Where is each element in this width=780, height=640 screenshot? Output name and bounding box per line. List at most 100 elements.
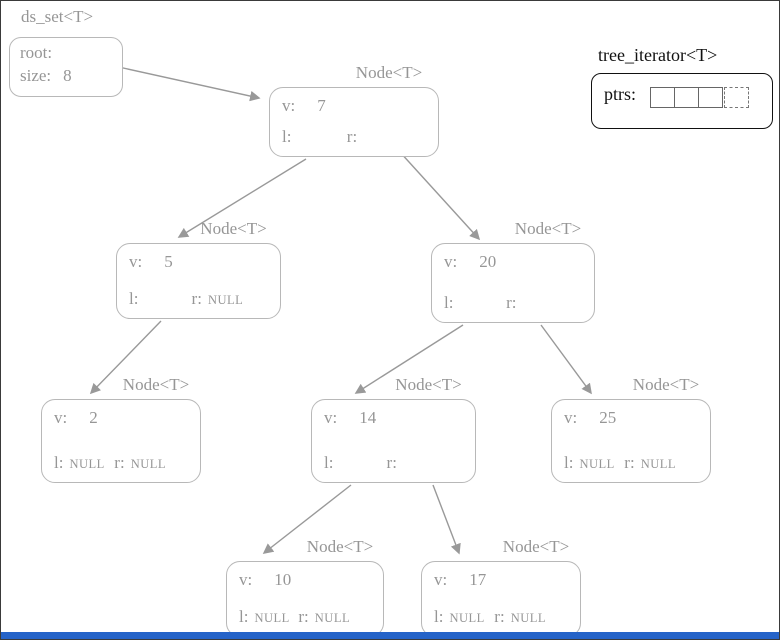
node-type-label: Node<T> [502, 537, 570, 556]
value-label: v: [129, 252, 143, 271]
node-type-label: Node<T> [122, 375, 190, 394]
right-pointer: r: [506, 293, 522, 313]
left-pointer-label: l: [129, 289, 139, 308]
left-pointer: l: NULL [239, 607, 298, 627]
value: 20 [479, 252, 497, 271]
left-pointer-value: NULL [449, 611, 485, 625]
left-pointer-label: l: [564, 453, 574, 472]
right-pointer: r: NULL [624, 453, 676, 473]
node-box: v: 5 l: r: NULL [116, 243, 281, 319]
tree-node-17: Node<T> v: 17 l: NULL r: NULL [421, 537, 581, 637]
size-value: 8 [63, 65, 72, 85]
node-type-label: Node<T> [306, 537, 374, 556]
pointer-row: l: r: [444, 293, 582, 313]
right-pointer-label: r: [386, 453, 397, 472]
root-box: root: size: 8 [9, 37, 123, 97]
right-pointer-label: r: [624, 453, 635, 472]
value-row: v: 7 [282, 96, 426, 116]
node-type-label: Node<T> [395, 375, 462, 394]
right-pointer-label: r: [346, 127, 358, 146]
value-row: v: 20 [444, 252, 582, 272]
right-pointer-label: r: [114, 453, 125, 472]
right-pointer-label: r: [506, 293, 517, 312]
tree-node-10: Node<T> v: 10 l: NULL r: NULL [226, 537, 384, 637]
left-pointer: l: [129, 289, 192, 309]
tree-node-14: Node<T> v: 14 l: r: [311, 375, 476, 483]
pointer-row: l: NULL r: NULL [564, 453, 698, 473]
tree-node-7: Node<T> v: 7 l: r: [269, 63, 439, 157]
pointer-cell [673, 87, 699, 108]
right-pointer-label: r: [191, 289, 202, 308]
tree-node-25: Node<T> v: 25 l: NULL r: NULL [551, 375, 711, 483]
right-pointer: r: NULL [494, 607, 546, 627]
value-row: v: 14 [324, 408, 463, 428]
node-box: v: 2 l: NULL r: NULL [41, 399, 201, 483]
left-pointer: l: NULL [434, 607, 494, 627]
tree-node-5: Node<T> v: 5 l: r: NULL [116, 219, 281, 319]
node-box: v: 20 l: r: [431, 243, 595, 323]
node-box: v: 25 l: NULL r: NULL [551, 399, 711, 483]
right-pointer: r: [387, 453, 403, 473]
left-pointer-value: NULL [254, 611, 290, 625]
right-pointer-label: r: [494, 607, 505, 626]
left-pointer: l: [282, 127, 347, 147]
node-box: v: 14 l: r: [311, 399, 476, 483]
pointer-row: l: r: [282, 127, 426, 147]
right-pointer: r: NULL [114, 453, 166, 473]
left-pointer-label: l: [54, 453, 64, 472]
node-box: v: 10 l: NULL r: NULL [226, 561, 384, 637]
value: 17 [469, 570, 487, 589]
value-label: v: [239, 570, 253, 589]
node-type-label: Node<T> [200, 219, 267, 238]
pointer-row: l: NULL r: NULL [54, 453, 188, 473]
value-label: v: [434, 570, 448, 589]
value-label: v: [282, 96, 296, 115]
ptrs-label: ptrs: [604, 84, 637, 104]
right-pointer: r: NULL [298, 607, 350, 627]
right-pointer-value: NULL [314, 611, 351, 625]
right-pointer-value: NULL [207, 293, 244, 307]
value: 14 [359, 408, 377, 427]
value-label: v: [324, 408, 338, 427]
set-title: ds_set<T> [21, 7, 94, 26]
left-pointer-label: l: [444, 293, 454, 312]
left-pointer-label: l: [434, 607, 444, 626]
value-row: v: 5 [129, 252, 268, 272]
left-pointer: l: NULL [564, 453, 624, 473]
pointer-row: l: r: NULL [129, 289, 268, 309]
left-pointer-value: NULL [579, 457, 615, 471]
node-box: v: 7 l: r: [269, 87, 439, 157]
value-row: v: 25 [564, 408, 698, 428]
value-row: v: 10 [239, 570, 371, 590]
bottom-bar [1, 632, 779, 639]
node-type-label: Node<T> [632, 375, 700, 394]
value: 10 [274, 570, 292, 589]
pointer-array [650, 87, 749, 108]
pointer-cell-dashed [723, 87, 749, 108]
node-box: v: 17 l: NULL r: NULL [421, 561, 581, 637]
value-label: v: [54, 408, 68, 427]
right-pointer-value: NULL [640, 457, 677, 471]
node-type-label: Node<T> [514, 219, 582, 238]
value-row: v: 2 [54, 408, 188, 428]
left-pointer-value: NULL [69, 457, 105, 471]
value: 25 [599, 408, 617, 427]
iterator-box: ptrs: [591, 73, 773, 129]
pointer-cell [650, 87, 676, 108]
value: 7 [317, 96, 326, 115]
root-label: root: [20, 43, 53, 62]
left-pointer: l: NULL [54, 453, 114, 473]
value: 5 [164, 252, 173, 271]
pointer-cell [697, 87, 723, 108]
left-pointer-label: l: [282, 127, 292, 146]
right-pointer-label: r: [298, 607, 309, 626]
right-pointer-value: NULL [510, 611, 547, 625]
right-pointer: r: [347, 127, 363, 147]
value-row: v: 17 [434, 570, 568, 590]
value-label: v: [564, 408, 578, 427]
value: 2 [89, 408, 98, 427]
left-pointer: l: [324, 453, 387, 473]
right-pointer: r: NULL [192, 289, 244, 309]
size-label: size: [20, 65, 52, 85]
